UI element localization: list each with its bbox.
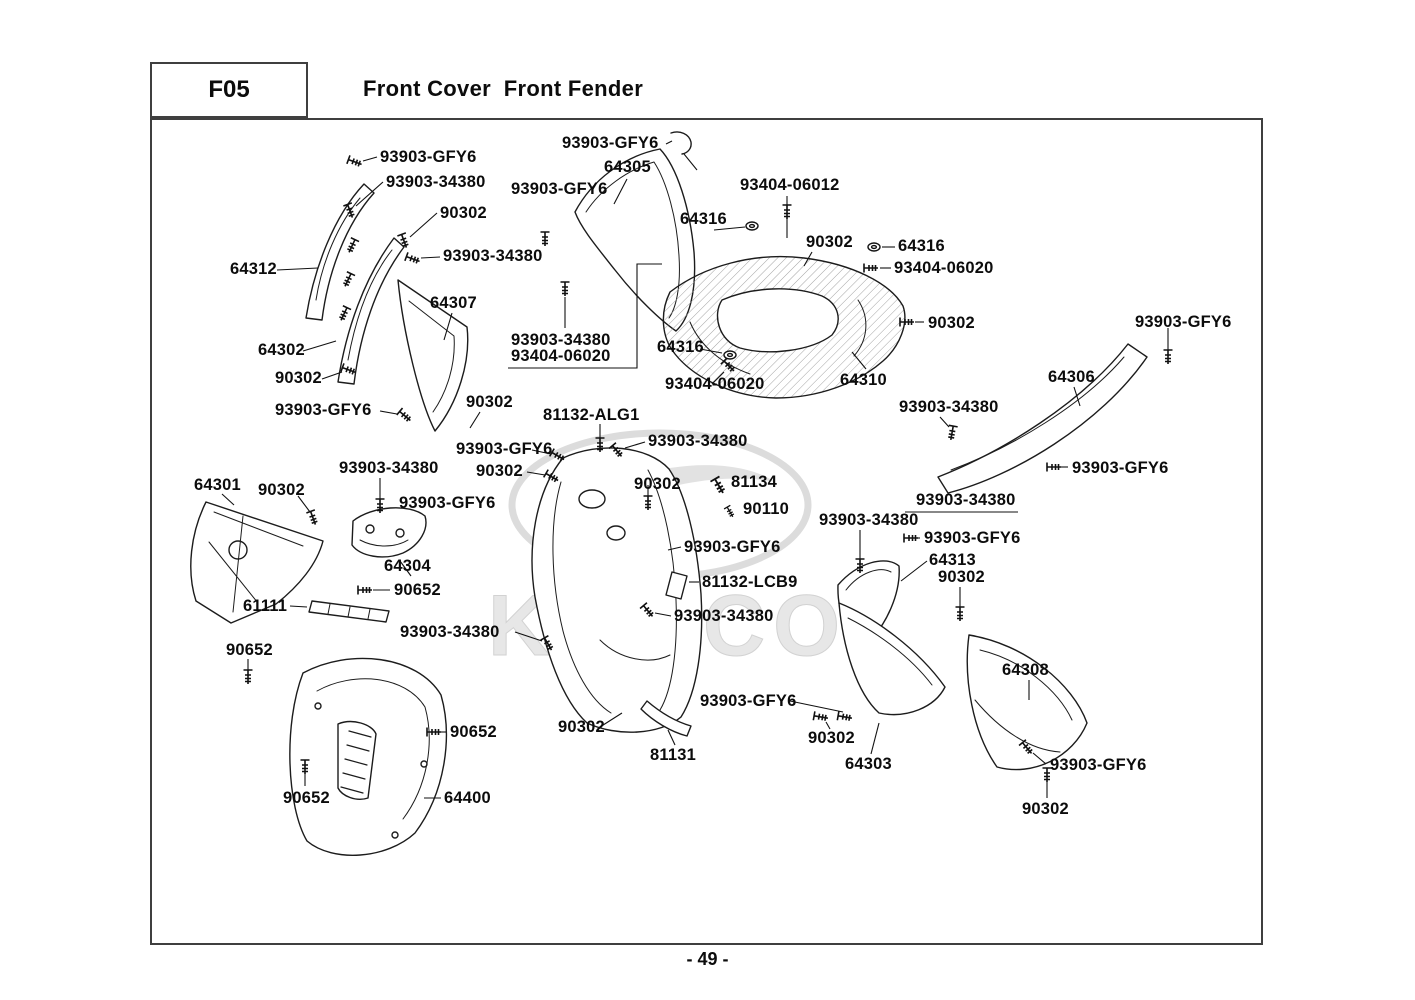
part-label-93903-GFY6: 93903-GFY6 xyxy=(275,401,372,419)
part-label-90302: 90302 xyxy=(634,475,681,493)
part-label-93903-34380: 93903-34380 xyxy=(386,173,486,191)
part-label-81132-ALG1: 81132-ALG1 xyxy=(543,406,640,424)
part-label-93903-GFY6: 93903-GFY6 xyxy=(684,538,781,556)
part-label-90652: 90652 xyxy=(450,723,497,741)
part-label-93404-06012: 93404-06012 xyxy=(740,176,840,194)
part-label-64313: 64313 xyxy=(929,551,976,569)
part-label-93903-34380: 93903-34380 xyxy=(899,398,999,416)
part-label-90302: 90302 xyxy=(928,314,975,332)
part-label-90652: 90652 xyxy=(394,581,441,599)
part-label-93903-GFY6: 93903-GFY6 xyxy=(511,180,608,198)
part-label-64308: 64308 xyxy=(1002,661,1049,679)
part-label-90302: 90302 xyxy=(440,204,487,222)
part-label-64316: 64316 xyxy=(657,338,704,356)
part-label-81132-LCB9: 81132-LCB9 xyxy=(702,573,798,591)
part-label-93903-34380: 93903-34380 xyxy=(511,331,611,349)
part-label-93903-34380: 93903-34380 xyxy=(443,247,543,265)
part-label-93404-06020: 93404-06020 xyxy=(894,259,994,277)
part-label-93903-34380: 93903-34380 xyxy=(916,491,1016,509)
part-label-90652: 90652 xyxy=(226,641,273,659)
part-label-64307: 64307 xyxy=(430,294,477,312)
part-label-93903-GFY6: 93903-GFY6 xyxy=(1050,756,1147,774)
part-label-90302: 90302 xyxy=(258,481,305,499)
part-label-93903-34380: 93903-34380 xyxy=(674,607,774,625)
part-label-64304: 64304 xyxy=(384,557,431,575)
part-label-90302: 90302 xyxy=(466,393,513,411)
part-label-64305: 64305 xyxy=(604,158,651,176)
part-label-90302: 90302 xyxy=(558,718,605,736)
part-label-90110: 90110 xyxy=(743,500,789,518)
part-label-93903-34380: 93903-34380 xyxy=(648,432,748,450)
part-label-64316: 64316 xyxy=(898,237,945,255)
part-label-64303: 64303 xyxy=(845,755,892,773)
part-label-81134: 81134 xyxy=(731,473,777,491)
part-label-93903-GFY6: 93903-GFY6 xyxy=(924,529,1021,547)
part-label-64312: 64312 xyxy=(230,260,277,278)
section-code: F05 xyxy=(208,76,250,103)
part-label-90302: 90302 xyxy=(476,462,523,480)
part-label-61111: 61111 xyxy=(243,597,288,615)
part-label-90302: 90302 xyxy=(806,233,853,251)
part-label-93903-GFY6: 93903-GFY6 xyxy=(562,134,659,152)
part-label-93903-GFY6: 93903-GFY6 xyxy=(1135,313,1232,331)
part-label-90302: 90302 xyxy=(1022,800,1069,818)
part-label-64306: 64306 xyxy=(1048,368,1095,386)
part-label-93903-34380: 93903-34380 xyxy=(339,459,439,477)
part-label-90302: 90302 xyxy=(938,568,985,586)
part-label-64301: 64301 xyxy=(194,476,241,494)
part-label-64400: 64400 xyxy=(444,789,491,807)
part-label-64310: 64310 xyxy=(840,371,887,389)
part-label-93903-GFY6: 93903-GFY6 xyxy=(700,692,797,710)
part-label-93903-34380: 93903-34380 xyxy=(400,623,500,641)
part-label-90302: 90302 xyxy=(275,369,322,387)
part-label-93404-06020: 93404-06020 xyxy=(511,347,611,365)
part-label-93404-06020: 93404-06020 xyxy=(665,375,765,393)
diagram-frame xyxy=(150,118,1263,945)
part-label-64316: 64316 xyxy=(680,210,727,228)
part-label-93903-34380: 93903-34380 xyxy=(819,511,919,529)
part-label-93903-GFY6: 93903-GFY6 xyxy=(399,494,496,512)
part-label-93903-GFY6: 93903-GFY6 xyxy=(380,148,477,166)
section-code-box: F05 xyxy=(150,62,308,118)
part-label-90302: 90302 xyxy=(808,729,855,747)
part-label-64302: 64302 xyxy=(258,341,305,359)
part-label-90652: 90652 xyxy=(283,789,330,807)
part-label-93903-GFY6: 93903-GFY6 xyxy=(456,440,553,458)
part-label-81131: 81131 xyxy=(650,746,696,764)
page-number: - 49 - xyxy=(686,949,729,969)
page-title: Front Cover Front Fender xyxy=(363,76,644,101)
part-label-93903-GFY6: 93903-GFY6 xyxy=(1072,459,1169,477)
